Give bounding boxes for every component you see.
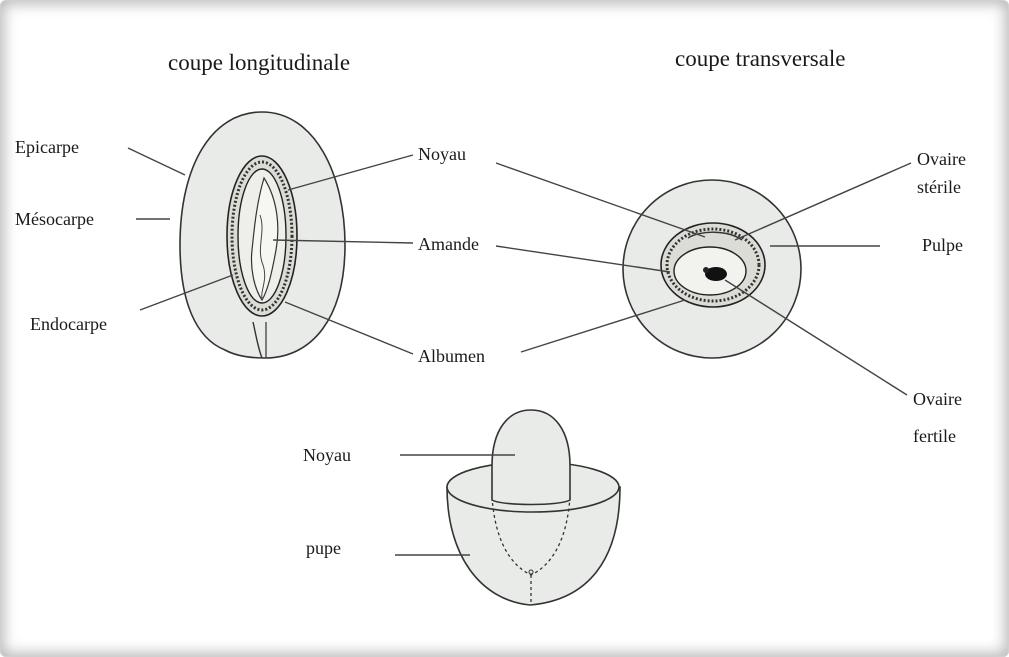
label-epicarpe: Epicarpe — [15, 137, 79, 157]
cut-fruit-3d — [447, 410, 620, 605]
leader-epicarpe — [128, 148, 185, 175]
protruding-pit — [492, 410, 570, 505]
fertile-ovary-spot — [703, 267, 709, 273]
label-ovaire-fertile-2: fertile — [913, 426, 956, 446]
title-transverse: coupe transversale — [675, 46, 846, 71]
label-noyau-top: Noyau — [418, 144, 466, 164]
title-longitudinal: coupe longitudinale — [168, 50, 350, 75]
label-pulpe: Pulpe — [922, 235, 963, 255]
label-pupe: pupe — [306, 538, 341, 558]
label-amande: Amande — [418, 234, 479, 254]
longitudinal-section — [180, 112, 345, 358]
label-ovaire-sterile-1: Ovaire — [917, 149, 966, 169]
label-endocarpe: Endocarpe — [30, 314, 107, 334]
label-ovaire-sterile-2: stérile — [917, 177, 961, 197]
label-mesocarpe: Mésocarpe — [15, 209, 94, 229]
label-noyau-bottom: Noyau — [303, 445, 351, 465]
label-ovaire-fertile-1: Ovaire — [913, 389, 962, 409]
label-albumen: Albumen — [418, 346, 485, 366]
